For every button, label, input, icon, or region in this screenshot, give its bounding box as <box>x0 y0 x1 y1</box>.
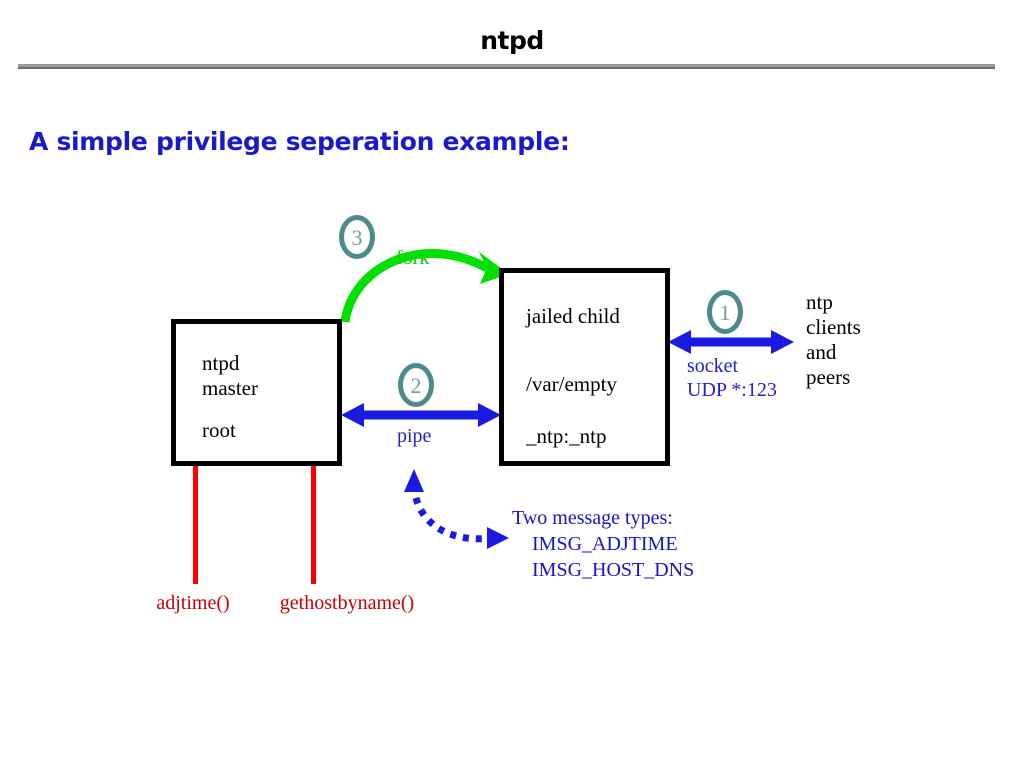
adjtime-label: adjtime() <box>156 592 230 614</box>
pipe-arrow-head-left <box>341 403 364 427</box>
gethostbyname-call-line <box>311 464 316 584</box>
jailed-child-box[interactable]: jailed child /var/empty _ntp:_ntp <box>499 268 670 466</box>
step-badge-2: 2 <box>398 363 434 407</box>
pipe-arrow-head-right <box>478 403 501 427</box>
message-types-heading: Two message types: <box>512 507 673 529</box>
message-types-note: Two message types: IMSG_ADJTIME IMSG_HOS… <box>512 505 694 583</box>
socket-arrow-head-right <box>771 330 794 354</box>
peers-line-4: peers <box>806 365 851 389</box>
step-badge-3: 3 <box>339 215 375 259</box>
message-type-adjtime: IMSG_ADJTIME <box>532 533 678 555</box>
fork-label: fork <box>396 247 430 269</box>
page-title: ntpd <box>480 26 544 55</box>
subtitle-text: A simple privilege seperation example: <box>29 127 570 156</box>
peers-line-1: ntp <box>806 290 833 314</box>
peers-line-3: and <box>806 340 837 364</box>
master-line-user: root <box>202 418 236 442</box>
socket-port-label: UDP *:123 <box>687 379 777 401</box>
pipe-label: pipe <box>397 425 432 447</box>
adjtime-call-line <box>193 464 198 584</box>
message-note-arrow-curve <box>410 484 493 543</box>
child-line-title: jailed child <box>526 304 620 328</box>
message-note-arrow-head-up <box>404 469 424 492</box>
gethostbyname-label: gethostbyname() <box>279 592 415 614</box>
master-line-process: ntpd <box>202 351 240 375</box>
master-line-role: master <box>202 376 258 400</box>
socket-label: socket <box>687 355 739 377</box>
message-type-host-dns: IMSG_HOST_DNS <box>532 559 695 581</box>
ntpd-master-box[interactable]: ntpd master root <box>171 319 342 466</box>
step-badge-1: 1 <box>707 290 743 334</box>
child-line-user: _ntp:_ntp <box>526 424 607 448</box>
socket-arrow-head-left <box>668 330 691 354</box>
title-divider <box>18 64 995 69</box>
peers-line-2: clients <box>806 315 861 339</box>
child-line-chroot: /var/empty <box>526 372 617 396</box>
ntp-clients-peers-text: ntp clients and peers <box>806 290 861 390</box>
message-note-arrow-head-right <box>487 527 509 549</box>
